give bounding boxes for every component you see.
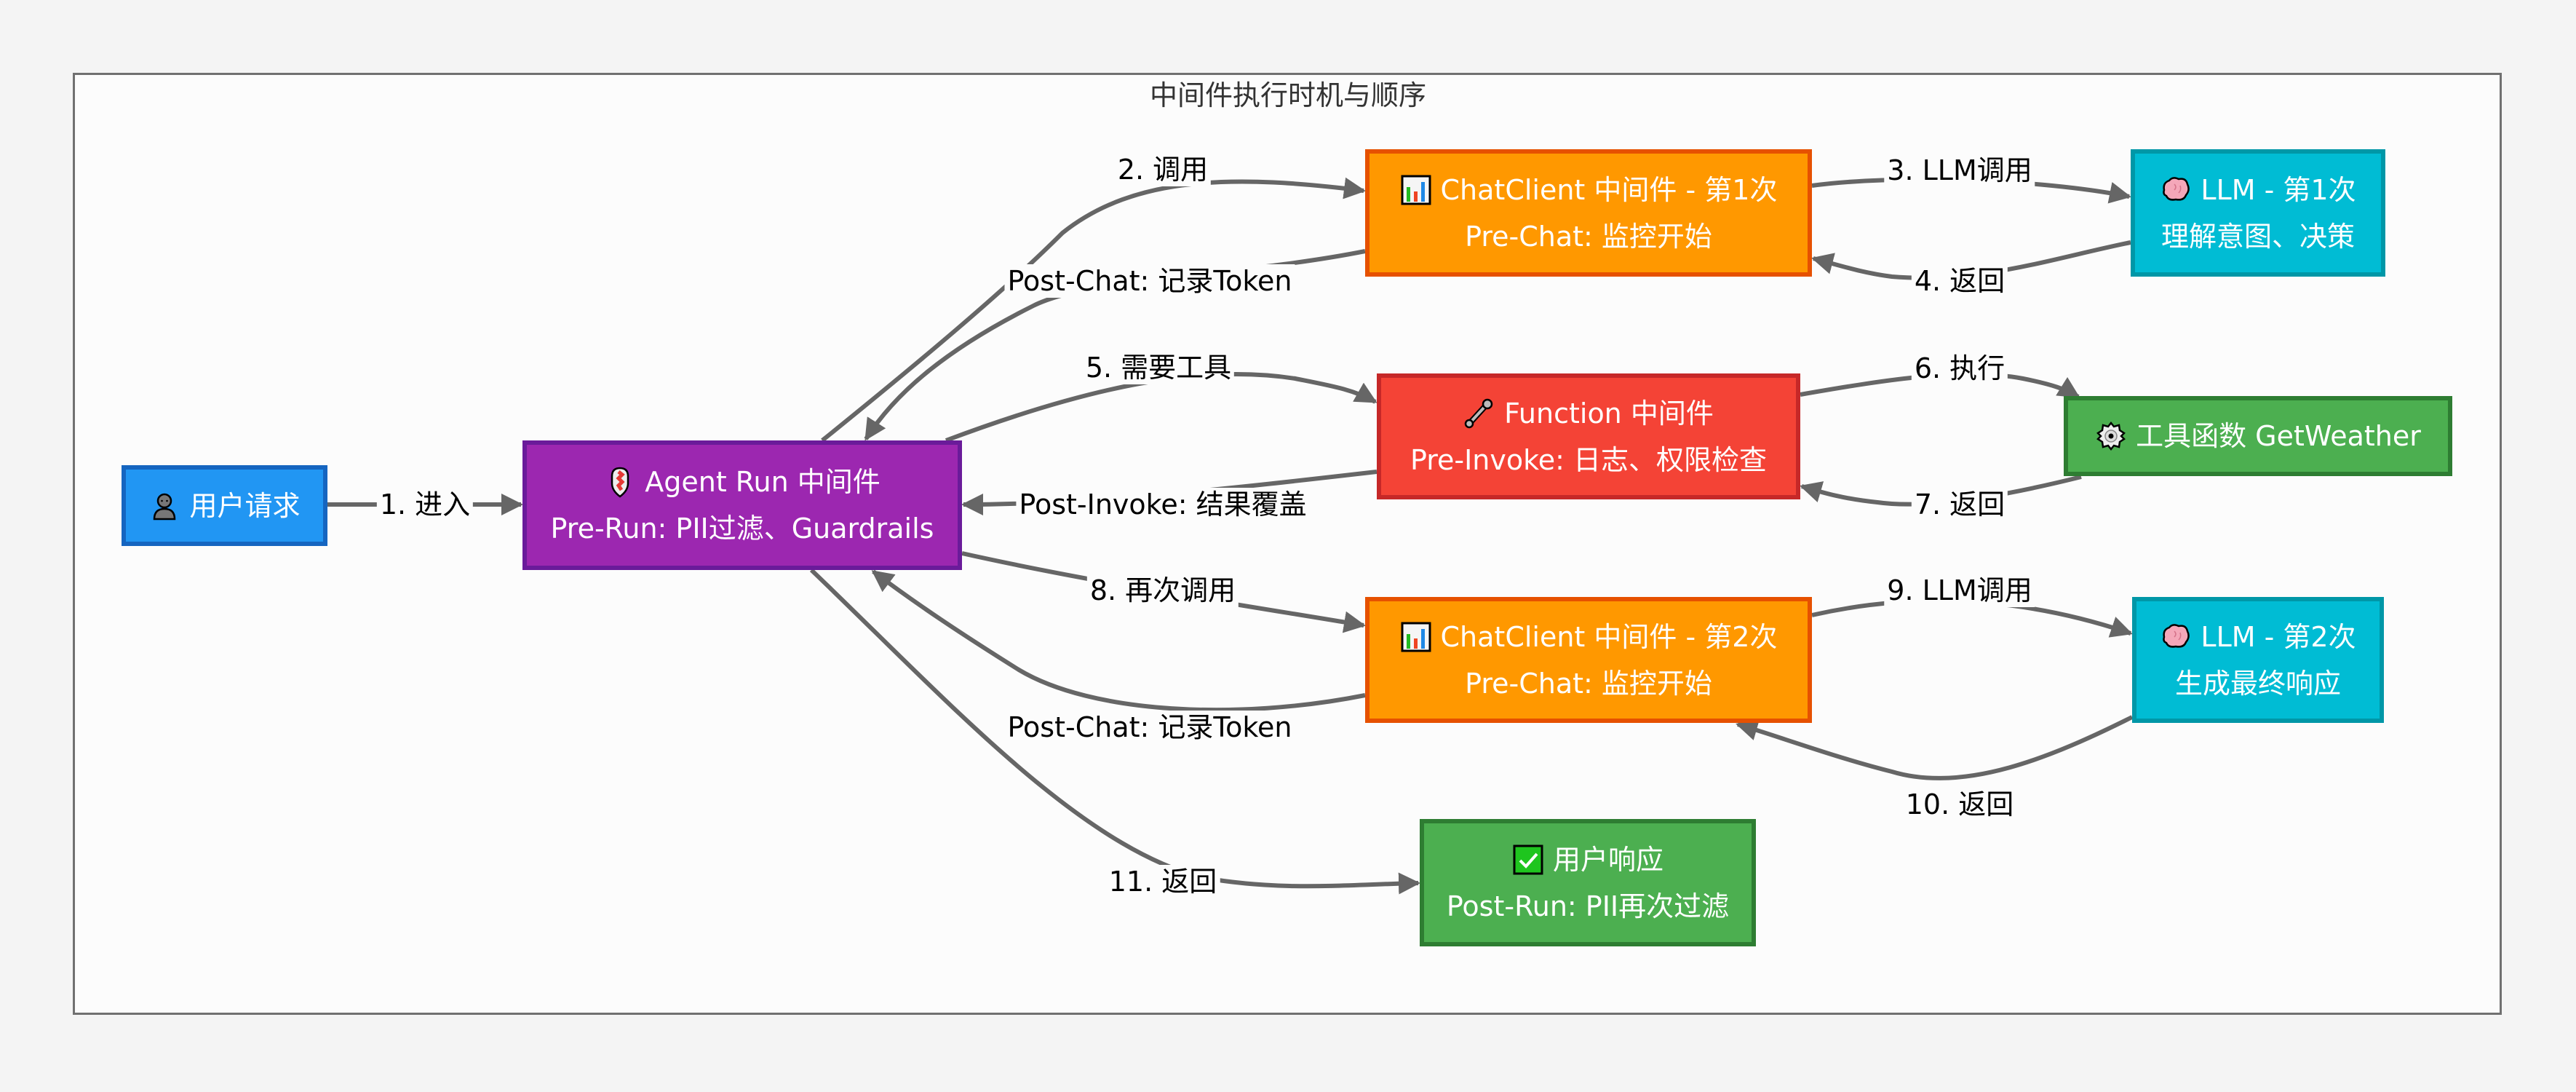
- edge-label-2: 2. 调用: [1114, 153, 1212, 186]
- node-subtitle: Post-Run: PII再次过滤: [1446, 890, 1730, 922]
- node-title: ChatClient 中间件 - 第2次: [1440, 620, 1778, 653]
- edge-label-post-chat-1: Post-Chat: 记录Token: [1004, 264, 1295, 298]
- edge-label-8: 8. 再次调用: [1086, 574, 1239, 607]
- wrench-icon: [1464, 398, 1493, 428]
- edge-arrow-8: [1800, 475, 2082, 507]
- person-icon: [154, 493, 176, 520]
- node-title: ChatClient 中间件 - 第1次: [1440, 173, 1778, 206]
- edge-arrow-12: [1736, 715, 2134, 781]
- edge-label-7: 7. 返回: [1911, 488, 2008, 521]
- brain-icon: [2163, 623, 2190, 648]
- edge-label-1: 1. 进入: [376, 488, 474, 521]
- edge-label-11: 11. 返回: [1105, 865, 1220, 898]
- edge-label-4: 4. 返回: [1911, 264, 2008, 298]
- check-box-icon: [1513, 844, 1543, 874]
- node-agent-run-middleware[interactable]: Agent Run 中间件 Pre-Run: PII过滤、Guardrails: [522, 440, 962, 570]
- node-title: LLM - 第1次: [2201, 173, 2356, 206]
- edge-label-6: 6. 执行: [1911, 352, 2008, 385]
- edge-label-5: 5. 需要工具: [1082, 351, 1235, 384]
- diagram-title: 中间件执行时机与顺序: [1149, 79, 1426, 111]
- node-subtitle: Pre-Chat: 监控开始: [1465, 220, 1712, 253]
- edge-label-3: 3. LLM调用: [1884, 154, 2035, 187]
- node-chatclient-middleware-1[interactable]: ChatClient 中间件 - 第1次 Pre-Chat: 监控开始: [1365, 149, 1812, 277]
- node-user-response[interactable]: 用户响应 Post-Run: PII再次过滤: [1420, 819, 1756, 946]
- node-subtitle: 生成最终响应: [2174, 667, 2341, 700]
- diagram-frame: [73, 73, 2502, 1015]
- bar-chart-icon: [1401, 175, 1431, 205]
- edge-arrow-2: [821, 177, 1366, 443]
- node-subtitle: Pre-Invoke: 日志、权限检查: [1410, 443, 1768, 476]
- edge-arrow-14: [809, 568, 1420, 895]
- edge-label-post-chat-2: Post-Chat: 记录Token: [1004, 711, 1295, 744]
- node-title: 工具函数 GetWeather: [2136, 420, 2421, 452]
- edge-arrow-13: [871, 569, 1366, 713]
- node-subtitle: Pre-Run: PII过滤、Guardrails: [550, 513, 934, 545]
- node-subtitle: 理解意图、决策: [2160, 220, 2355, 253]
- edge-label-9: 9. LLM调用: [1884, 574, 2035, 607]
- node-title: 用户响应: [1552, 843, 1663, 876]
- shield-icon: [611, 467, 629, 498]
- node-chatclient-middleware-2[interactable]: ChatClient 中间件 - 第2次 Pre-Chat: 监控开始: [1365, 597, 1812, 723]
- edge-label-post-invoke: Post-Invoke: 结果覆盖: [1016, 488, 1310, 521]
- node-tool-getweather[interactable]: 工具函数 GetWeather: [2064, 396, 2452, 476]
- node-llm-1[interactable]: LLM - 第1次 理解意图、决策: [2131, 149, 2385, 277]
- node-title: Function 中间件: [1504, 397, 1714, 430]
- edge-label-10: 10. 返回: [1902, 788, 2017, 821]
- node-user-request[interactable]: 用户请求: [122, 465, 327, 546]
- node-title: LLM - 第2次: [2201, 620, 2356, 653]
- node-function-middleware[interactable]: Function 中间件 Pre-Invoke: 日志、权限检查: [1377, 373, 1800, 499]
- node-title: 用户请求: [189, 489, 301, 522]
- node-llm-2[interactable]: LLM - 第2次 生成最终响应: [2132, 597, 2384, 723]
- node-title: Agent Run 中间件: [645, 466, 880, 498]
- gear-icon: [2096, 421, 2126, 451]
- bar-chart-icon: [1401, 622, 1431, 652]
- node-subtitle: Pre-Chat: 监控开始: [1465, 667, 1712, 700]
- brain-icon: [2163, 176, 2190, 201]
